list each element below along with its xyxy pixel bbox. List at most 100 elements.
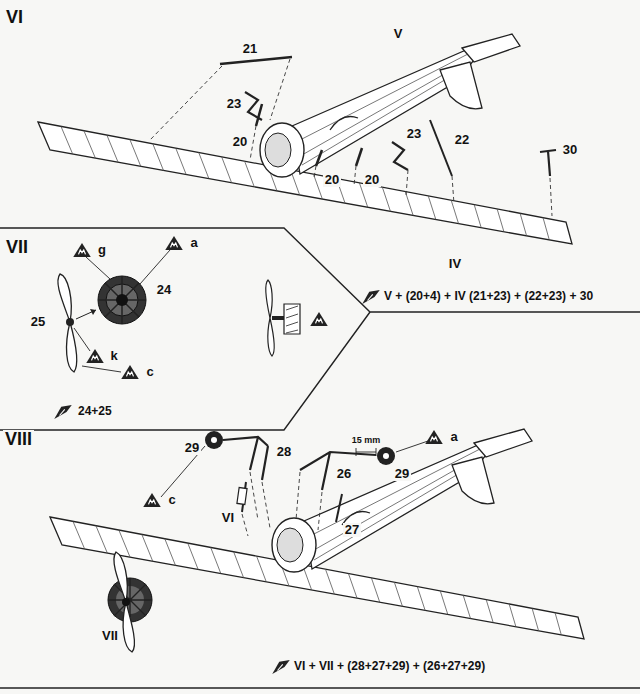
callout-number: 20: [323, 173, 341, 187]
tail-fin: [440, 62, 482, 109]
paint-code: g: [96, 243, 108, 257]
cowling-opening: [265, 133, 291, 167]
callout-number: 26: [335, 467, 353, 481]
step-number: VIII: [3, 430, 34, 450]
wing-rib: [474, 205, 481, 228]
wing-rib: [520, 213, 527, 236]
paint-symbol: [165, 236, 183, 250]
wing-rib: [313, 174, 322, 199]
engine-section: [284, 304, 300, 334]
propeller-blade: [123, 602, 134, 652]
glue-symbol: [54, 405, 72, 419]
step-number: VII: [4, 238, 30, 258]
strut-part: [356, 148, 362, 166]
shaft: [272, 316, 284, 320]
engine-body: [98, 276, 146, 324]
assembly-formula: V + (20+4) + IV (21+23) + (22+23) + 30: [382, 290, 595, 303]
panel-outline: [0, 228, 640, 312]
callout-number: 29: [393, 467, 411, 481]
callout-number: VII: [100, 629, 120, 643]
callout-number: 23: [405, 127, 423, 141]
rotary-engine: [98, 276, 146, 324]
wing-rib: [451, 200, 458, 223]
step-number: VI: [4, 8, 25, 28]
paint-code: k: [108, 349, 119, 363]
wing-rib: [497, 209, 504, 232]
paint-symbol: [121, 365, 139, 379]
callout-number: 25: [29, 315, 47, 329]
guide-line: [150, 59, 552, 216]
assembly-arrow: [76, 310, 96, 319]
wing-rib: [405, 192, 413, 216]
callout-number: 21: [241, 42, 259, 56]
propeller-side-view: [266, 280, 300, 356]
wing-rib: [543, 218, 549, 240]
strut-part: [316, 150, 322, 166]
propeller-hub: [122, 598, 130, 606]
wing-rib: [176, 148, 186, 174]
callout-number: 30: [561, 143, 579, 157]
shock-strut: [336, 494, 342, 522]
wing-rib: [84, 131, 95, 158]
cowling: [260, 123, 304, 177]
paint-symbol: [425, 430, 443, 444]
callout-number: 20: [363, 173, 381, 187]
strut-part: [430, 120, 452, 176]
propeller-hub: [66, 318, 74, 326]
undercarriage-strut: [300, 452, 376, 490]
wing-rib: [222, 157, 232, 183]
strut-part: [256, 104, 262, 126]
paint-symbol: [143, 493, 161, 507]
aircraft: [38, 34, 572, 244]
dimension-line: [356, 448, 376, 456]
callout-number: 23: [225, 97, 243, 111]
paint-code: a: [448, 430, 459, 444]
propeller-blade: [114, 552, 127, 602]
paint-code: a: [188, 236, 199, 250]
callout-number: 20: [231, 135, 249, 149]
callout-number: IV: [447, 257, 463, 271]
callout-number: V: [392, 27, 405, 41]
callout-number: 27: [343, 523, 361, 537]
arrow-head: [90, 309, 96, 315]
wing-rib: [153, 144, 164, 171]
paint-symbol: [73, 243, 91, 257]
cockpit: [330, 117, 358, 131]
frame-line: [0, 687, 640, 688]
engine-fins: [98, 276, 146, 324]
propeller: [58, 274, 77, 372]
engine-crankcase: [116, 294, 128, 306]
propeller-blade: [58, 274, 71, 322]
paint-symbol: [86, 349, 104, 363]
paint-symbol: [310, 312, 328, 326]
leader-line: [161, 441, 428, 497]
wheel-hub: [211, 437, 217, 443]
propeller-blade: [266, 280, 272, 318]
wing-rib: [428, 196, 436, 220]
wheel: [377, 447, 395, 465]
wing-rib: [199, 152, 209, 178]
wheel-hub: [383, 453, 389, 459]
callout-number: 28: [275, 445, 293, 459]
wheel: [205, 431, 223, 449]
strut-part: [220, 57, 292, 64]
assembly-formula: VI + VII + (28+27+29) + (26+27+29): [292, 660, 487, 673]
strut-part: [392, 142, 408, 170]
tail-skid: [540, 150, 556, 176]
shock-strut-cylinder: [237, 488, 247, 505]
wing-rib: [107, 135, 118, 162]
wing-rib: [245, 161, 255, 187]
glue-symbol: [272, 660, 290, 674]
paint-code: c: [166, 493, 177, 507]
callout-number: 24: [155, 283, 173, 297]
wing-rib: [382, 187, 390, 211]
panel-outline: [0, 312, 370, 430]
tailplane: [462, 34, 520, 62]
hatching: [286, 306, 298, 333]
callout-number: VI: [220, 511, 236, 525]
callout-number: 22: [453, 133, 471, 147]
guide-line: [242, 472, 322, 536]
leader-line: [74, 250, 170, 372]
